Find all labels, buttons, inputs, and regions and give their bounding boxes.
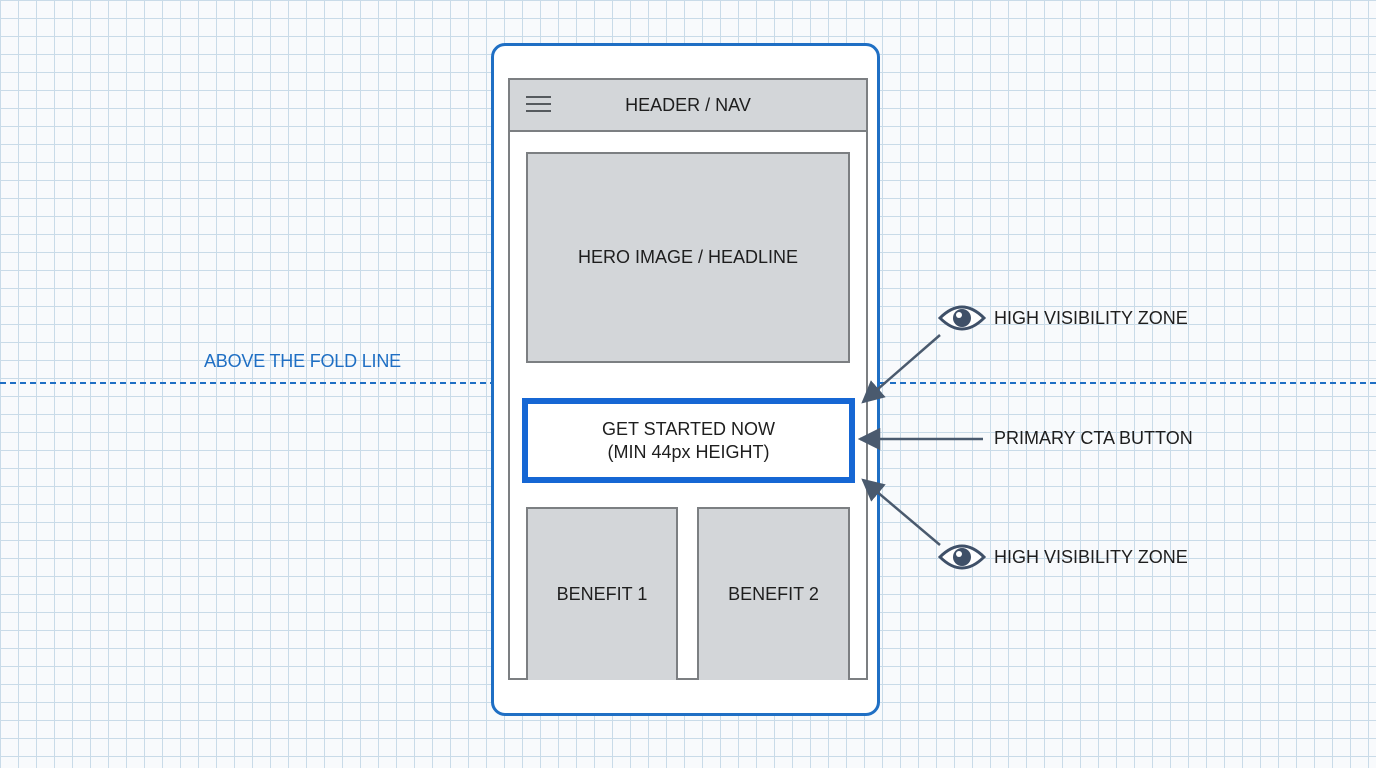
annotation-high-visibility-top: HIGH VISIBILITY ZONE — [994, 308, 1188, 328]
arrow-top-zone — [861, 334, 941, 404]
eye-icon — [938, 544, 986, 570]
eye-icon — [938, 305, 986, 331]
primary-cta-button[interactable]: GET STARTED NOW (MIN 44px HEIGHT) — [522, 398, 855, 483]
benefit-1-label: BENEFIT 1 — [556, 584, 648, 604]
cta-label-line1: GET STARTED NOW — [601, 418, 775, 439]
annotation-high-visibility-bottom: HIGH VISIBILITY ZONE — [994, 547, 1188, 567]
cta-label-line2: (MIN 44px HEIGHT) — [607, 441, 770, 462]
benefit-1-card: BENEFIT 1 — [526, 507, 678, 680]
header-nav[interactable]: HEADER / NAV — [508, 78, 868, 132]
benefit-2-card: BENEFIT 2 — [697, 507, 850, 680]
hero-image-headline: HERO IMAGE / HEADLINE — [526, 152, 850, 363]
fold-line-label: ABOVE THE FOLD LINE — [204, 351, 401, 371]
arrow-bottom-zone — [861, 478, 941, 546]
hamburger-menu-icon[interactable] — [526, 96, 551, 116]
annotation-primary-cta: PRIMARY CTA BUTTON — [994, 428, 1193, 448]
hero-label: HERO IMAGE / HEADLINE — [577, 247, 799, 267]
benefit-2-label: BENEFIT 2 — [728, 584, 819, 604]
header-nav-label: HEADER / NAV — [625, 94, 751, 115]
